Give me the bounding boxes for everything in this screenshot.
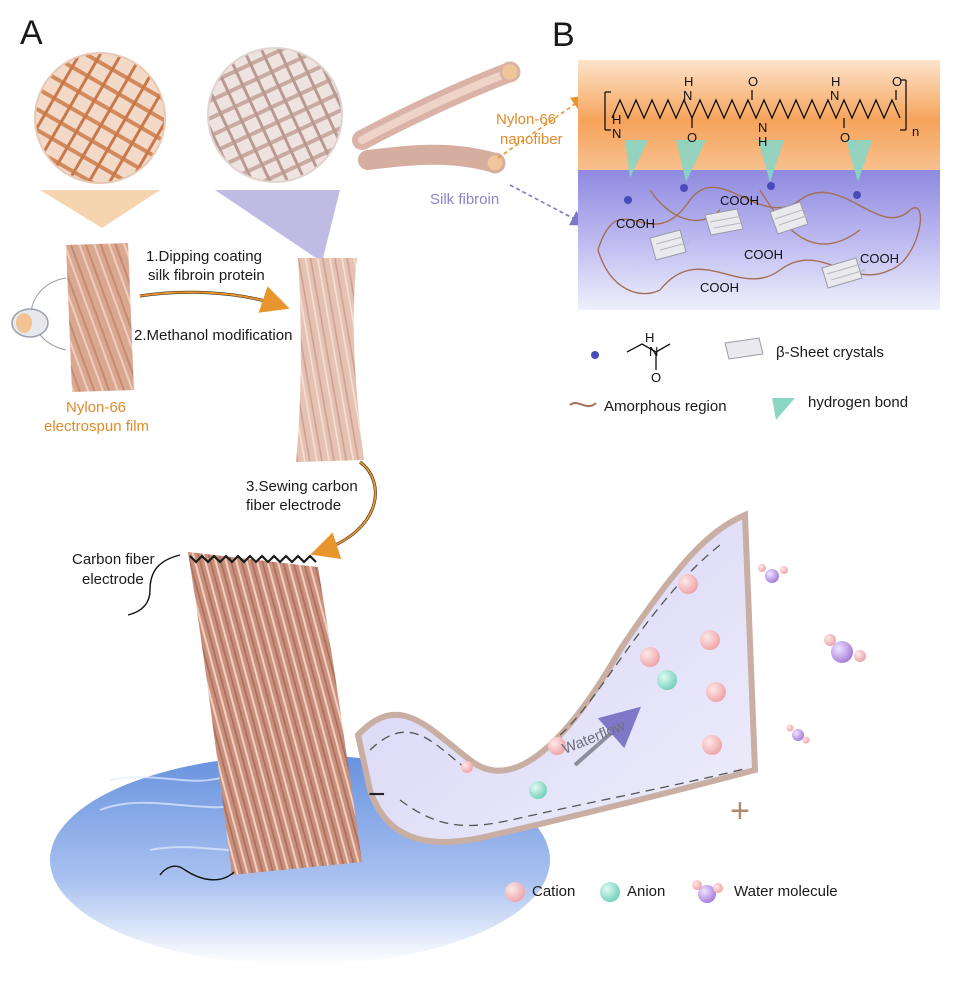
chem-n-3: N bbox=[758, 120, 767, 135]
chem-h-1: H bbox=[612, 112, 621, 127]
silk-coated-film bbox=[296, 258, 364, 462]
legend-amide-o: O bbox=[651, 370, 661, 385]
nanofiber-label-line2: nanofiber bbox=[500, 131, 563, 148]
legend-amorphous: Amorphous region bbox=[604, 398, 727, 415]
collector-drum bbox=[11, 277, 67, 351]
film-label-line1: Nylon-66 bbox=[66, 399, 127, 416]
water-molecules bbox=[758, 564, 866, 744]
nylon-pointer-arrow bbox=[497, 95, 588, 159]
silk-coated-zoom-circle bbox=[207, 47, 343, 262]
chem-h-3: H bbox=[758, 134, 767, 149]
core-shell-fibers bbox=[352, 61, 521, 174]
step-2-label: 2.Methanol modification bbox=[134, 327, 293, 344]
cooh-label-4: COOH bbox=[860, 251, 899, 266]
chem-o-2: O bbox=[748, 74, 758, 89]
cooh-label-1: COOH bbox=[616, 216, 655, 231]
chem-n-1: N bbox=[612, 126, 621, 141]
legend-anion: Anion bbox=[627, 883, 666, 900]
legend-amide-n: N bbox=[649, 344, 658, 359]
legend-hydrogen-bond: hydrogen bond bbox=[808, 394, 909, 411]
anion-particles bbox=[529, 670, 677, 799]
cooh-label-3: COOH bbox=[744, 247, 783, 262]
silk-pointer-arrow bbox=[509, 184, 587, 226]
electrode-label-line1: Carbon fiber bbox=[72, 551, 155, 568]
fabric-device bbox=[127, 552, 362, 881]
step-1-label-line2: silk fibroin protein bbox=[148, 267, 265, 284]
legend-icons bbox=[505, 337, 795, 903]
nylon-silk-structure bbox=[578, 60, 940, 310]
cooh-label-2: COOH bbox=[720, 193, 759, 208]
chem-o-4: O bbox=[892, 74, 902, 89]
cooh-label-5: COOH bbox=[700, 280, 739, 295]
step-1-label: 1.Dipping coating bbox=[146, 248, 262, 265]
cation-particles bbox=[461, 574, 726, 773]
chem-n-4: N bbox=[830, 88, 839, 103]
legend-water: Water molecule bbox=[734, 883, 838, 900]
plus-sign: + bbox=[730, 792, 750, 830]
panel-b-label: B bbox=[552, 16, 575, 54]
silk-fibroin-label: Silk fibroin bbox=[430, 191, 500, 208]
chem-h-2: H bbox=[684, 74, 693, 89]
minus-sign: − bbox=[368, 778, 386, 811]
chem-h-4: H bbox=[831, 74, 840, 89]
chem-n-subscript: n bbox=[912, 124, 919, 139]
chem-o-3: O bbox=[840, 130, 850, 145]
electrode-label-line2: electrode bbox=[82, 571, 144, 588]
film-label-line2: electrospun film bbox=[44, 418, 150, 435]
chem-o-1: O bbox=[687, 130, 697, 145]
chem-n-2: N bbox=[683, 88, 692, 103]
panel-a-label: A bbox=[20, 14, 43, 52]
nylon-film bbox=[66, 243, 134, 392]
legend-cation: Cation bbox=[532, 883, 576, 900]
legend-beta-sheet: β-Sheet crystals bbox=[776, 344, 884, 361]
nylon-zoom-circle bbox=[34, 52, 166, 228]
step-3-label-line2: fiber electrode bbox=[246, 497, 342, 514]
ion-channel bbox=[354, 510, 759, 845]
legend-amide-h: H bbox=[645, 330, 654, 345]
step-3-label-line1: 3.Sewing carbon bbox=[246, 478, 358, 495]
nanofiber-label-line1: Nylon-66 bbox=[496, 111, 557, 128]
carbon-fiber-electrode bbox=[189, 554, 317, 564]
